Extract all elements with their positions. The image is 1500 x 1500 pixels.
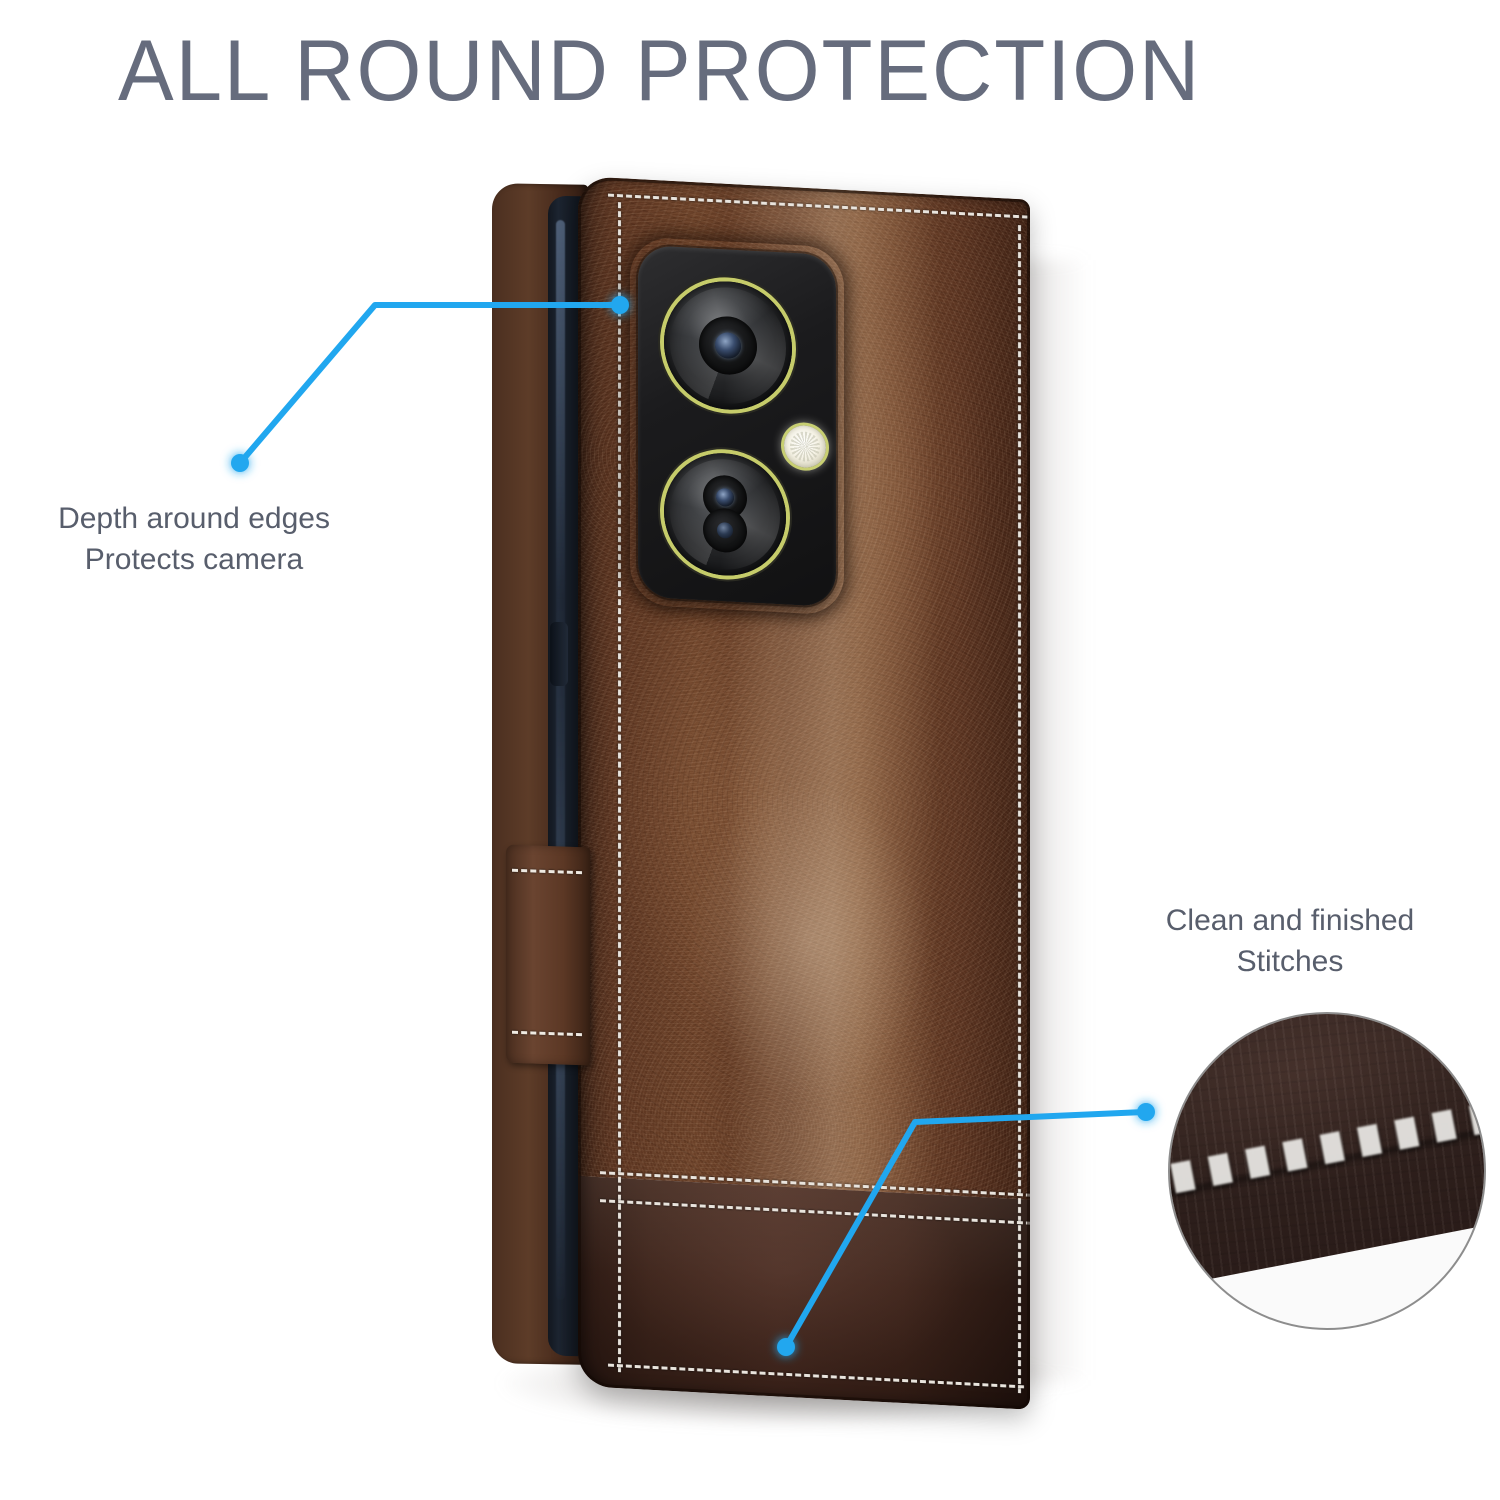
- page-title: ALL ROUND PROTECTION: [118, 23, 1202, 119]
- stitch-closeup-magnifier: [1168, 1012, 1486, 1330]
- callout-camera-line2: Protects camera: [84, 543, 304, 577]
- callout-camera-protection: Depth around edges Protects camera: [18, 498, 370, 581]
- pointer-stitching-quality: [777, 1103, 1155, 1356]
- callout-stitching-quality: Clean and finished Stitches: [1110, 900, 1470, 983]
- pointer-camera-protection: [231, 296, 629, 472]
- callout-stitch-line1: Clean and finished: [1165, 904, 1415, 937]
- callout-stitch-line2: Stitches: [1236, 945, 1344, 979]
- callout-camera-line1: Depth around edges: [58, 502, 330, 535]
